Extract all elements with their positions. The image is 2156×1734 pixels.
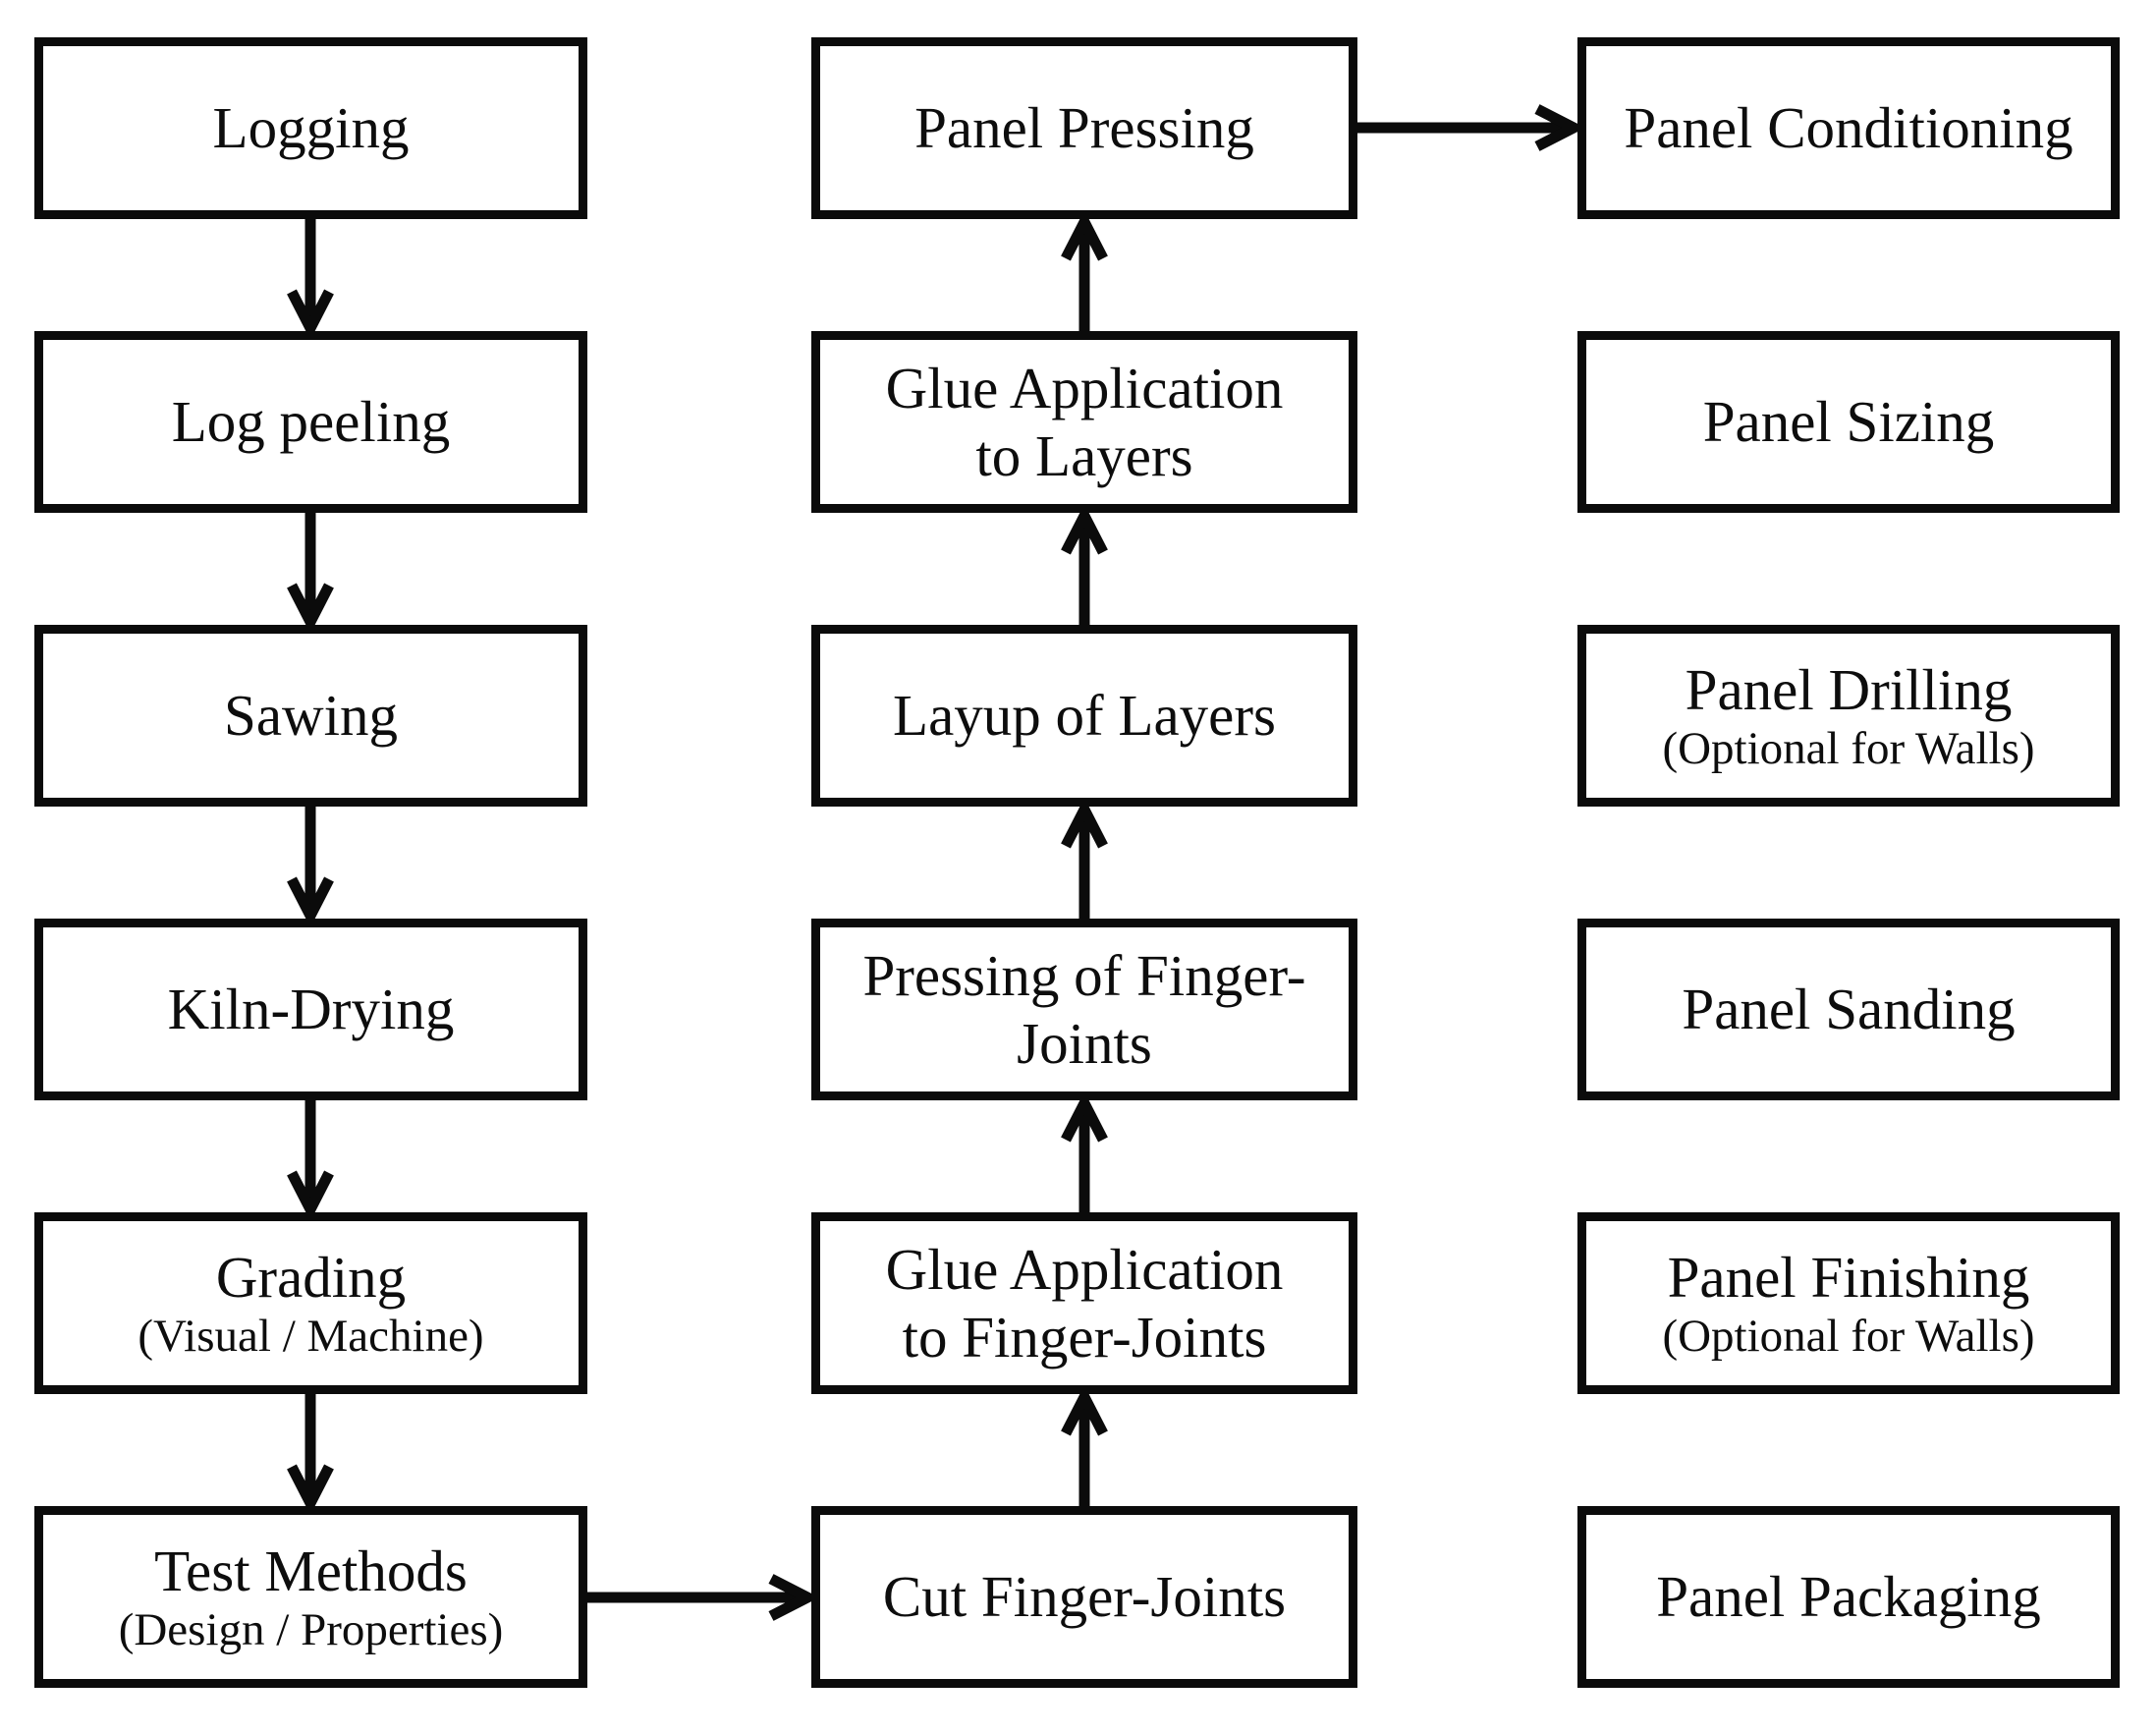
node-label: Panel Finishing (1667, 1244, 2030, 1310)
node-pressing-of-finger-joints: Pressing of Finger- Joints (811, 919, 1357, 1100)
node-sublabel: (Design / Properties) (118, 1604, 504, 1656)
node-logging: Logging (34, 37, 587, 219)
node-sublabel: (Optional for Walls) (1662, 1311, 2035, 1363)
node-label-line2: to Layers (975, 422, 1193, 488)
node-label: Sawing (224, 683, 398, 749)
node-glue-application-to-finger-joints: Glue Application to Finger-Joints (811, 1212, 1357, 1394)
node-label: Log peeling (171, 389, 451, 455)
node-cut-finger-joints: Cut Finger-Joints (811, 1506, 1357, 1688)
node-label: Logging (212, 95, 410, 161)
node-label: Kiln-Drying (167, 977, 455, 1042)
node-glue-application-to-layers: Glue Application to Layers (811, 331, 1357, 513)
node-panel-conditioning: Panel Conditioning (1577, 37, 2120, 219)
node-panel-packaging: Panel Packaging (1577, 1506, 2120, 1688)
node-label: Panel Pressing (914, 95, 1254, 161)
node-label: Glue Application (885, 356, 1284, 421)
node-label: Panel Packaging (1656, 1564, 2041, 1630)
node-grading: Grading (Visual / Machine) (34, 1212, 587, 1394)
node-sawing: Sawing (34, 625, 587, 807)
node-label: Cut Finger-Joints (882, 1564, 1287, 1630)
node-label: Test Methods (154, 1538, 468, 1603)
node-label-line2: Joints (1017, 1010, 1152, 1076)
node-test-methods: Test Methods (Design / Properties) (34, 1506, 587, 1688)
node-label: Layup of Layers (893, 683, 1276, 749)
node-label-line2: to Finger-Joints (902, 1304, 1267, 1370)
node-label: Panel Sizing (1702, 389, 1995, 455)
node-sublabel: (Optional for Walls) (1662, 723, 2035, 775)
node-panel-sizing: Panel Sizing (1577, 331, 2120, 513)
node-sublabel: (Visual / Machine) (138, 1311, 484, 1363)
node-panel-pressing: Panel Pressing (811, 37, 1357, 219)
node-panel-drilling: Panel Drilling (Optional for Walls) (1577, 625, 2120, 807)
node-panel-sanding: Panel Sanding (1577, 919, 2120, 1100)
node-label: Grading (215, 1244, 407, 1310)
node-label: Panel Drilling (1685, 656, 2013, 722)
node-label: Panel Sanding (1682, 977, 2016, 1042)
node-kiln-drying: Kiln-Drying (34, 919, 587, 1100)
node-label: Glue Application (885, 1237, 1284, 1303)
node-label: Panel Conditioning (1624, 95, 2073, 161)
node-label: Pressing of Finger- (862, 943, 1306, 1009)
node-log-peeling: Log peeling (34, 331, 587, 513)
node-layup-of-layers: Layup of Layers (811, 625, 1357, 807)
node-panel-finishing: Panel Finishing (Optional for Walls) (1577, 1212, 2120, 1394)
